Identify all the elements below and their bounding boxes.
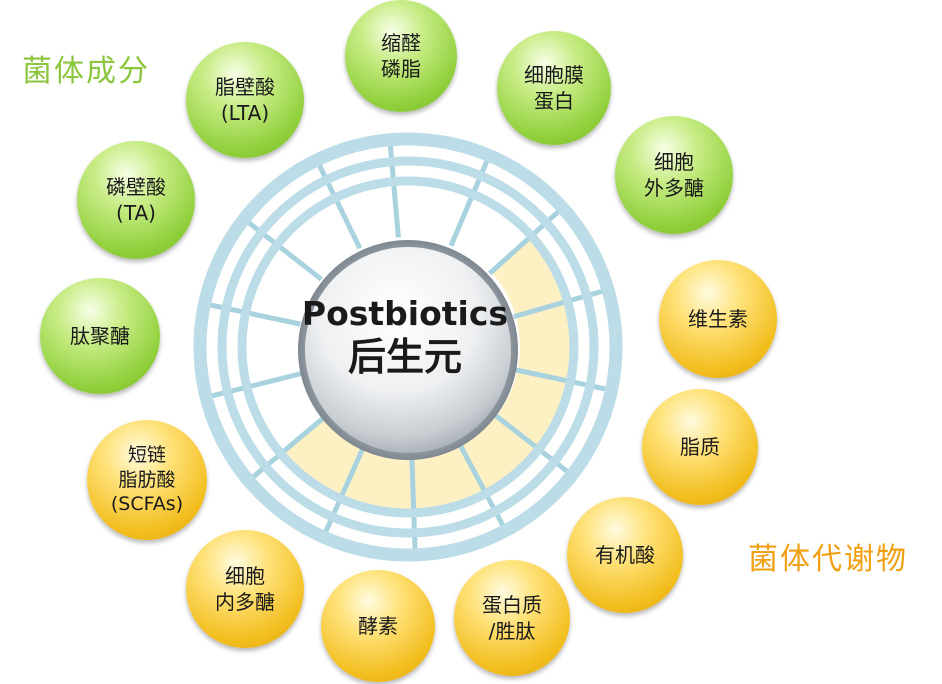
metabolites-title: 菌体代谢物 <box>748 542 908 577</box>
node-label: 短链 脂肪酸 (SCFAs) <box>110 443 184 516</box>
inner-ring <box>237 176 579 518</box>
node-plasmalogen: 缩醛 磷脂 <box>345 0 457 112</box>
hub <box>305 247 511 453</box>
node-lipid: 脂质 <box>642 389 758 505</box>
center-english: Postbiotics <box>301 294 509 333</box>
node-label: 磷壁酸 (TA) <box>106 175 166 225</box>
node-vitamin: 维生素 <box>659 260 777 378</box>
node-teichoic-acid: 磷壁酸 (TA) <box>77 141 195 259</box>
node-scfa: 短链 脂肪酸 (SCFAs) <box>87 420 207 540</box>
node-enzyme: 酵素 <box>321 570 435 682</box>
node-label: 细胞 外多醣 <box>644 150 704 200</box>
node-exopolysaccharide: 细胞 外多醣 <box>615 116 733 234</box>
node-label: 维生素 <box>688 307 748 331</box>
node-membrane-protein: 细胞膜 蛋白 <box>497 31 611 145</box>
wheel-wedge <box>515 302 571 381</box>
node-label: 细胞膜 蛋白 <box>524 63 584 113</box>
node-label: 酵素 <box>358 614 398 638</box>
node-peptidoglycan: 肽聚醣 <box>40 278 160 394</box>
components-title: 菌体成分 <box>22 54 150 89</box>
middle-ring <box>217 156 599 538</box>
node-lipoteichoic-acid: 脂壁酸 (LTA) <box>186 42 304 158</box>
node-label: 缩醛 磷脂 <box>381 31 421 81</box>
node-label: 脂质 <box>680 435 720 459</box>
node-label: 有机酸 <box>595 543 655 567</box>
center-label: Postbiotics 后生元 <box>285 294 525 381</box>
wheel-wedge <box>341 449 414 510</box>
node-protein-peptide: 蛋白质 /胜肽 <box>454 560 570 676</box>
node-intracellular-polysaccharide: 细胞 内多醣 <box>186 530 304 648</box>
node-label: 肽聚醣 <box>70 324 130 348</box>
node-label: 蛋白质 /胜肽 <box>482 593 542 643</box>
node-organic-acid: 有机酸 <box>567 497 683 613</box>
outer-ring <box>193 132 623 562</box>
node-label: 脂壁酸 (LTA) <box>215 75 275 125</box>
center-chinese: 后生元 <box>347 334 462 379</box>
node-label: 细胞 内多醣 <box>215 564 275 614</box>
